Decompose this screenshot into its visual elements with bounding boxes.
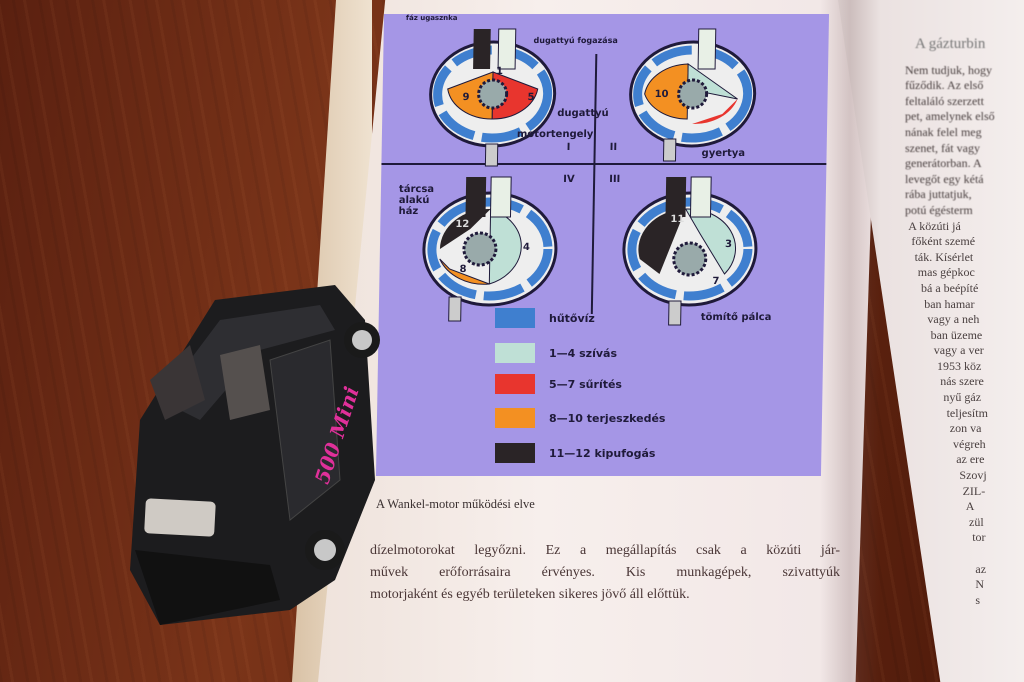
phase-iii: III [609, 174, 621, 185]
text-line: pet, amelynek első [905, 109, 995, 124]
text-line: Szovj [959, 468, 987, 483]
text-line: dízelmotorokat legyőzni. Ez a megállapít… [370, 543, 840, 558]
text-line: fűződik. Az első [905, 78, 984, 93]
legend-swatch [495, 308, 535, 328]
phase-i: I [566, 142, 571, 153]
legend-swatch [495, 408, 535, 428]
engine-i [429, 28, 557, 167]
text-line: ban hamar [924, 296, 975, 311]
text-line: teljesítm [946, 405, 988, 420]
chamber-number: 1 [495, 66, 504, 77]
text-line: potú égésterm [905, 202, 973, 217]
text-line: ban üzeme [930, 327, 983, 342]
legend-item: 1—4 szívás [495, 343, 617, 363]
figure-caption: A Wankel-motor működési elve [376, 497, 535, 511]
text-line: mas gépkoc [917, 265, 975, 280]
text-line: feltaláló szerzett [905, 93, 984, 108]
legend-label: 8—10 terjeszkedés [549, 411, 666, 425]
chamber-number: 8 [459, 264, 467, 275]
label-spark-plug: gyertya [701, 148, 746, 159]
text-line: főként szemé [911, 234, 976, 249]
legend-label: hűtővíz [549, 311, 595, 325]
text-line: rába juttatjuk, [905, 187, 972, 202]
chamber-number: 3 [724, 239, 733, 250]
text-line: szenet, fát vagy [905, 140, 980, 155]
text-line: motorjaként és egyéb területeken sikeres… [370, 587, 690, 602]
text-line: tor [972, 530, 986, 545]
label-piston-rotation: dugattyú fogazása [533, 36, 618, 45]
text-line: vagy a neh [927, 312, 980, 327]
phase-ii: II [609, 142, 618, 153]
chamber-number: 10 [654, 89, 669, 100]
legend-item: 5—7 sűrítés [495, 374, 622, 394]
legend-label: 11—12 kipufogás [549, 446, 656, 460]
engine-iii [622, 176, 758, 326]
text-line: bá a beépíté [921, 280, 979, 295]
engine-diagrams [381, 28, 827, 326]
legend-item: 8—10 terjeszkedés [495, 408, 665, 428]
text-line: A [965, 499, 975, 514]
text-line: végreh [953, 436, 986, 451]
toy-car-500-mini: 500 Mini [120, 280, 390, 645]
text-line: A közúti já [908, 218, 961, 233]
text-line: zon va [949, 421, 982, 436]
legend-label: 5—7 sűrítés [549, 377, 622, 391]
chamber-number: 9 [462, 92, 470, 103]
legend-swatch [495, 374, 535, 394]
text-line: levegőt egy kétá [905, 171, 984, 186]
wankel-engine-illustration: fáz ugasznka dugattyú fogazása dugattyú … [375, 14, 830, 476]
text-line: az ere [956, 452, 985, 467]
label-housing: tárcsa alakú ház [398, 184, 435, 217]
text-line: 1953 köz [937, 358, 982, 373]
body-paragraph: dízelmotorokat legyőzni. Ez a megállapít… [370, 540, 840, 606]
legend-item: hűtővíz [495, 308, 595, 328]
text-line [975, 546, 1024, 562]
legend-label: 1—4 szívás [549, 346, 617, 360]
label-piston: dugattyú [557, 108, 609, 119]
chamber-number: 4 [522, 242, 531, 253]
legend-swatch [495, 443, 535, 463]
text-line: nás szere [940, 374, 984, 389]
chamber-number: 7 [712, 276, 720, 287]
text-line: nyű gáz [943, 390, 982, 405]
engine-ii [629, 28, 757, 162]
text-line: művek erőforrásaira érvényes. Kis munkag… [370, 565, 840, 580]
chapter-heading: A gázturbin [915, 36, 986, 52]
book-gutter [820, 0, 880, 682]
legend-swatch [495, 343, 535, 363]
label-exhaust-port: fáz ugasznka [405, 14, 458, 22]
chamber-number: 11 [670, 214, 685, 225]
label-shaft: motortengely [516, 129, 594, 140]
text-line: generátorban. A [905, 156, 982, 171]
text-line: vagy a ver [933, 343, 984, 358]
text-line: az [975, 561, 987, 576]
engine-iv [422, 176, 558, 322]
text-line: ták. Kísérlet [914, 249, 974, 264]
toy-car-image: 500 Mini [130, 285, 380, 625]
text-line: ZIL- [962, 483, 986, 498]
text-line: zül [969, 514, 984, 529]
text-line: N [975, 577, 985, 592]
phase-iv: IV [563, 174, 575, 185]
legend-item: 11—12 kipufogás [495, 443, 655, 463]
text-line: Nem tudjuk, hogy [905, 62, 992, 77]
label-seal: tömítő pálca [700, 312, 772, 323]
chamber-number: 12 [455, 219, 470, 230]
text-line: nának felel meg [905, 124, 982, 139]
text-line: s [975, 592, 981, 607]
chamber-number: 5 [527, 92, 535, 103]
